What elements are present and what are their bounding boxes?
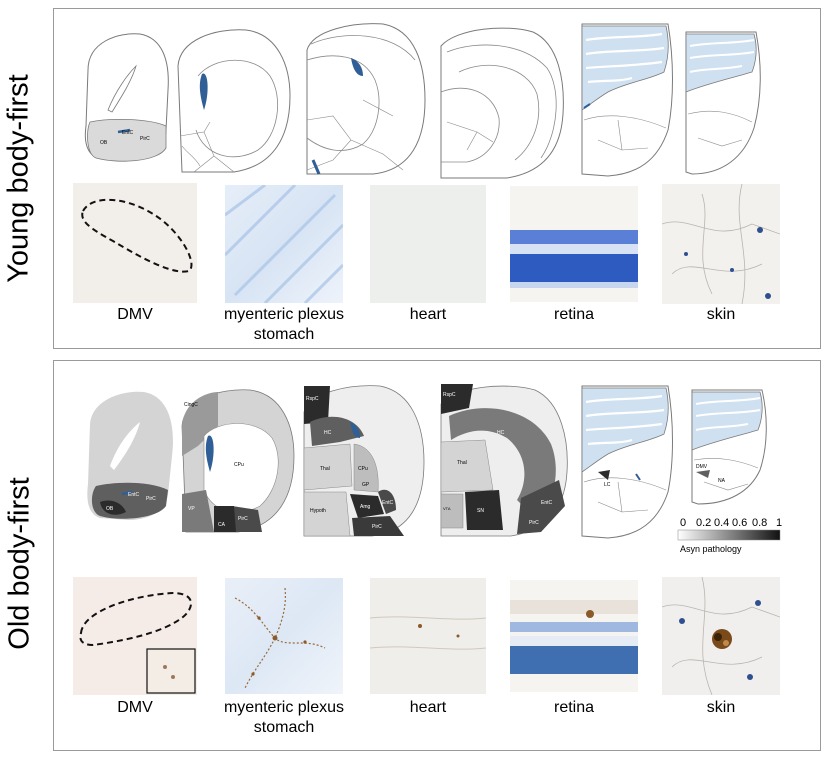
caption-retina-old: retina xyxy=(553,699,595,716)
label-ob: OB xyxy=(106,506,114,512)
brain-section-3-young xyxy=(306,23,426,175)
histology-myenteric-young xyxy=(225,185,343,303)
colorbar-tick: 0.6 xyxy=(732,517,747,529)
label-entc: EntC xyxy=(541,500,553,506)
caption-heart-young: heart xyxy=(409,306,447,323)
label-cpu: CPu xyxy=(358,466,368,472)
label-hypoth: Hypoth xyxy=(310,508,326,514)
brain-section-3-old: RspC HC Thal CPu GP Hypoth Amg EntC PirC xyxy=(303,385,425,537)
label-ob: OB xyxy=(100,140,108,146)
histology-dmv-young xyxy=(73,183,197,303)
colorbar-tick: 0.4 xyxy=(714,517,729,529)
histology-skin-old xyxy=(662,577,780,695)
label-rspc: RspC xyxy=(306,396,319,402)
colorbar-tick: 0 xyxy=(680,517,686,529)
brain-section-6-old: DMV NA xyxy=(691,389,767,505)
label-sn: SN xyxy=(477,508,484,514)
label-na: NA xyxy=(718,478,726,484)
label-vp: VP xyxy=(188,506,195,512)
brain-section-4-old: RspC HC Thal VTA SN EntC PirC xyxy=(440,384,568,537)
panel-label-young: Young body-first xyxy=(2,74,35,283)
panel-label-old: Old body-first xyxy=(3,477,36,650)
brain-section-bulb-young: EntC PirC OB xyxy=(84,33,169,162)
label-gp: GP xyxy=(362,482,370,488)
caption-myenteric-old: myenteric plexus stomach xyxy=(223,699,345,736)
label-amg: Amg xyxy=(360,504,371,510)
colorbar-tick: 0.8 xyxy=(752,517,767,529)
label-hc: HC xyxy=(324,430,332,436)
label-entc: EntC xyxy=(122,130,134,136)
brain-section-bulb-old: EntC PirC OB xyxy=(87,391,173,520)
caption-skin-old: skin xyxy=(706,699,736,716)
brain-section-2-young xyxy=(177,29,291,173)
caption-heart-old: heart xyxy=(409,699,447,716)
label-entc: EntC xyxy=(382,500,394,506)
colorbar-gradient xyxy=(677,529,781,541)
caption-retina-young: retina xyxy=(553,306,595,323)
label-pirc: PirC xyxy=(238,516,248,522)
label-ca: CA xyxy=(218,522,226,528)
histology-myenteric-old xyxy=(225,578,343,694)
colorbar-label: Asyn pathology xyxy=(680,544,742,554)
label-pirc: PirC xyxy=(372,524,382,530)
label-entc: EntC xyxy=(218,502,227,507)
caption-dmv-young: DMV xyxy=(117,306,153,323)
caption-dmv-old: DMV xyxy=(117,699,153,716)
caption-myenteric-young: myenteric plexus stomach xyxy=(223,306,345,343)
label-pirc: PirC xyxy=(529,520,539,526)
label-entc: EntC xyxy=(128,492,140,498)
histology-heart-old xyxy=(370,578,486,694)
label-lc: LC xyxy=(604,482,611,488)
brain-section-5-old: LC xyxy=(581,385,673,539)
histology-skin-young xyxy=(662,184,780,304)
label-pirc: PirC xyxy=(140,136,150,142)
pathology-colorbar: 0 0.2 0.4 0.6 0.8 1 Asyn pathology xyxy=(677,517,782,554)
brain-section-2-old: CingC CPu VP EntC PirC CA xyxy=(181,389,295,533)
colorbar-tick: 0.2 xyxy=(696,517,711,529)
brain-section-6-young xyxy=(685,31,761,175)
label-thal: Thal xyxy=(320,466,330,472)
label-rspc: RspC xyxy=(443,392,456,398)
caption-skin-young: skin xyxy=(706,306,736,323)
label-hc: HC xyxy=(497,430,505,436)
histology-retina-young xyxy=(510,186,638,302)
label-thal: Thal xyxy=(457,460,467,466)
brain-section-4-young xyxy=(440,27,564,179)
label-cpu: CPu xyxy=(234,462,244,468)
label-vta: VTA xyxy=(443,506,451,511)
label-cingc: CingC xyxy=(184,402,198,408)
colorbar-tick: 1 xyxy=(776,517,782,529)
label-dmv: DMV xyxy=(696,464,708,470)
histology-dmv-old xyxy=(73,577,197,695)
brain-section-5-young xyxy=(581,23,673,177)
label-pirc: PirC xyxy=(146,496,156,502)
histology-heart-young xyxy=(370,185,486,303)
histology-retina-old xyxy=(510,580,638,692)
